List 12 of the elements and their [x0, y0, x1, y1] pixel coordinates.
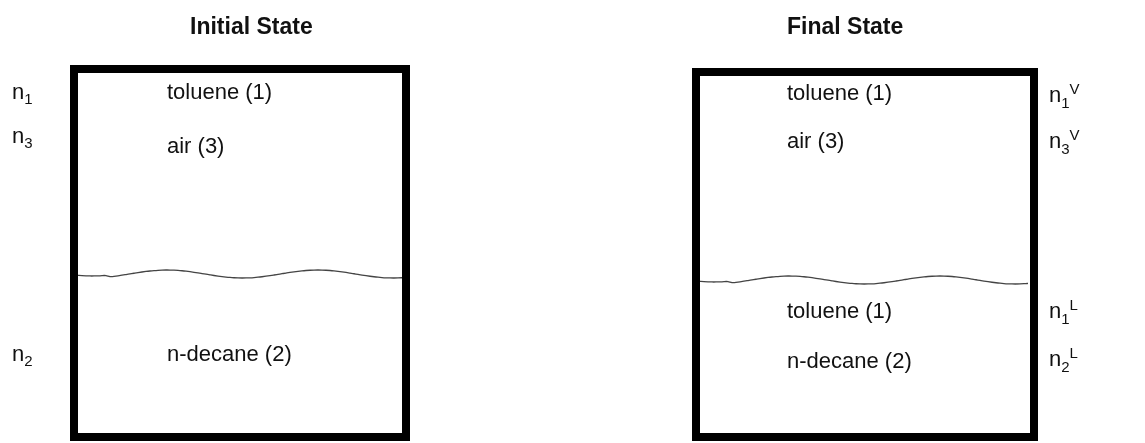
- component-label: air (3): [167, 133, 225, 160]
- component-label: n-decane (2): [167, 341, 292, 368]
- component-label: toluene (1): [787, 80, 893, 107]
- state-title: Initial State: [190, 13, 313, 41]
- mole-number-label: n$_{1}$: [12, 79, 33, 109]
- state-title: Final State: [787, 13, 904, 41]
- mole-number-label: n$_{2}$: [12, 341, 33, 371]
- component-label: toluene (1): [167, 79, 273, 106]
- component-label: n-decane (2): [787, 348, 912, 375]
- component-label: toluene (1): [787, 298, 893, 325]
- mole-number-label: n$_{3}$: [12, 123, 33, 153]
- component-label: air (3): [787, 128, 845, 155]
